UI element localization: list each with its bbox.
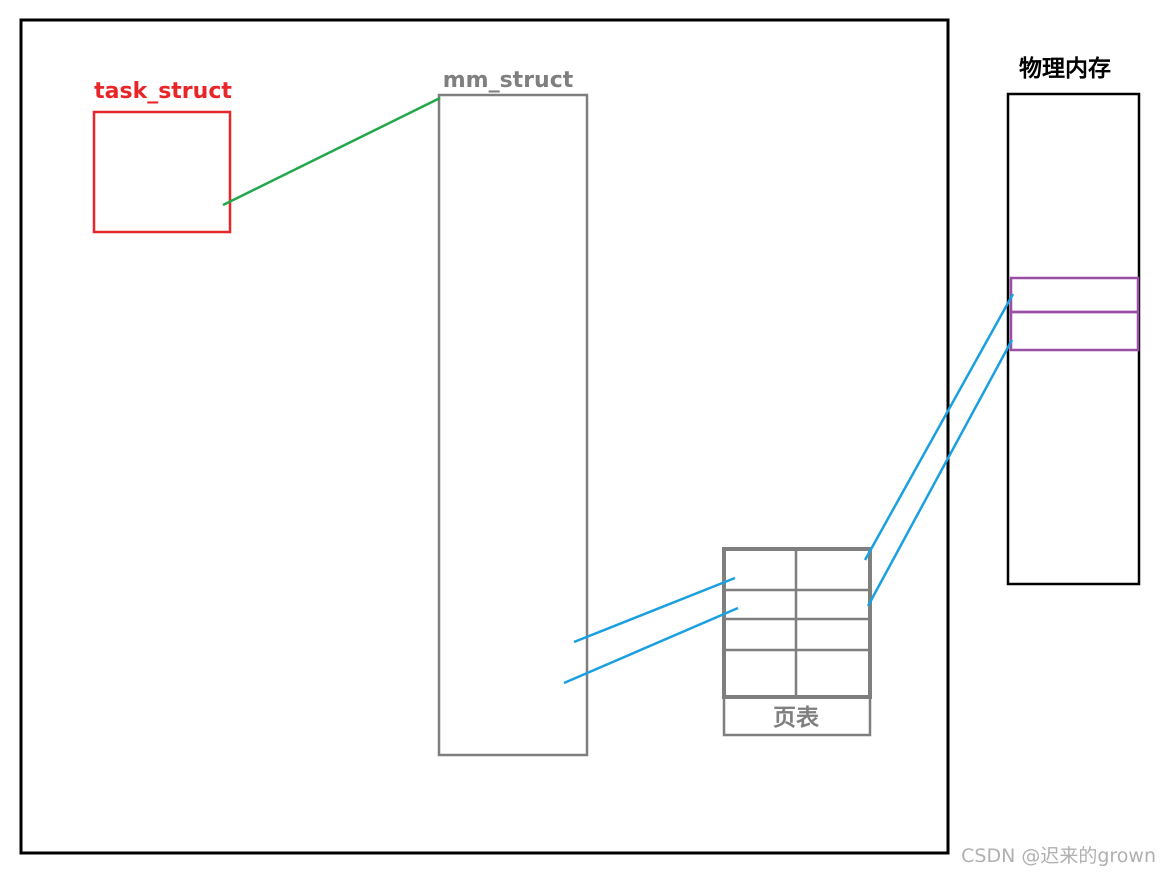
page-table-label: 页表 <box>773 705 820 731</box>
mm-to-pagetable-connector <box>563 606 739 685</box>
pagetable-to-memory-connector <box>866 339 1014 607</box>
watermark: CSDN @迟来的grown <box>961 845 1156 867</box>
page-table: 页表 <box>722 547 872 737</box>
task-struct-label: task_struct <box>94 79 232 104</box>
task-to-mm-connector <box>222 96 441 207</box>
memory-block <box>1009 310 1140 352</box>
mm-struct-box <box>437 93 589 757</box>
process-frame <box>19 18 950 855</box>
mm-to-pagetable-connector <box>573 576 736 644</box>
task-struct-box <box>92 110 232 234</box>
physical-memory-label: 物理内存 <box>1019 55 1111 82</box>
pagetable-to-memory-connector <box>863 293 1015 561</box>
memory-block <box>1009 276 1140 314</box>
page-table-caption-box <box>722 695 872 737</box>
physical-memory-box <box>1006 92 1141 586</box>
mm-struct-label: mm_struct <box>443 68 574 93</box>
